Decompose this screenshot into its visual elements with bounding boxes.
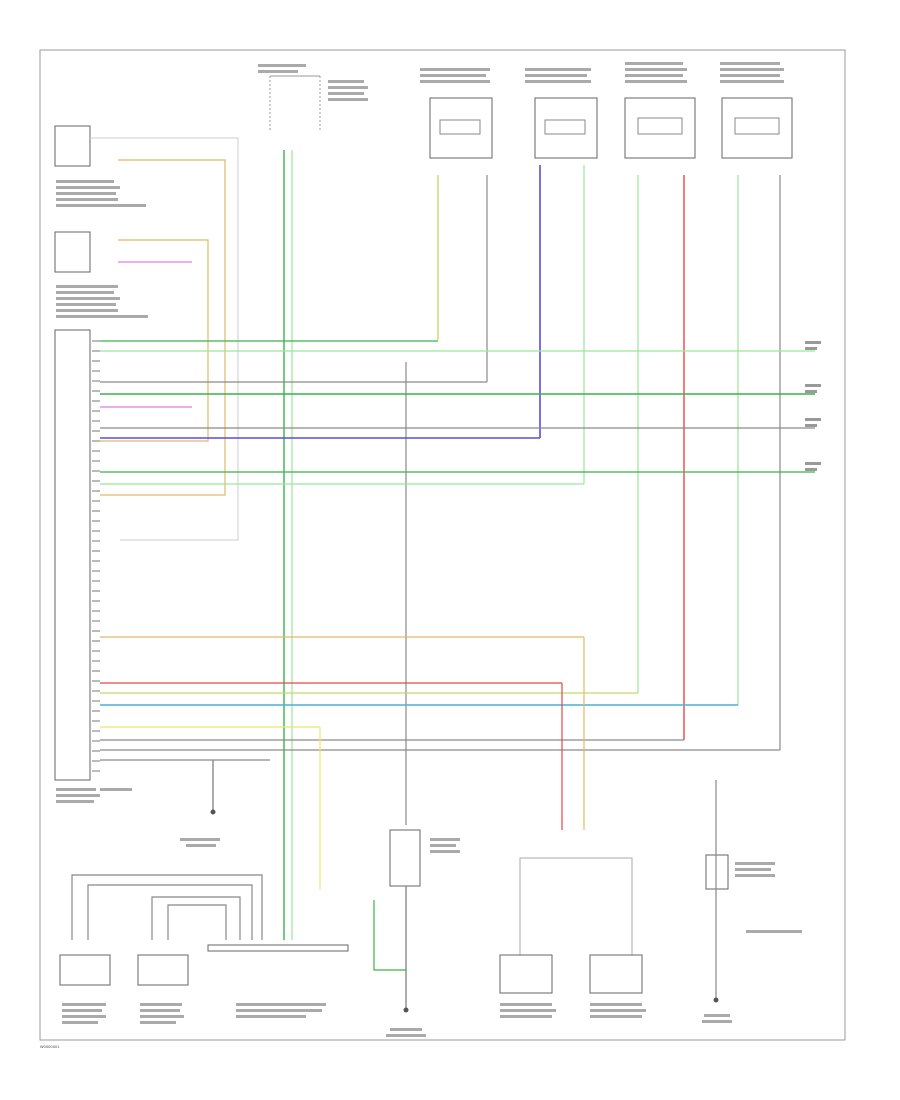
seat-track-sensor-left bbox=[499, 954, 553, 994]
connector-outline-upper bbox=[90, 137, 239, 541]
footer-code: W0000001 bbox=[40, 1045, 60, 1049]
ground-symbol-right bbox=[713, 997, 719, 1003]
sensor-box-3 bbox=[624, 62, 696, 159]
occupant-sensor-switch bbox=[389, 829, 421, 887]
diagram-frame bbox=[39, 49, 846, 1041]
wire-green-to-ground bbox=[373, 900, 406, 971]
component-label-upper-left bbox=[56, 180, 146, 207]
seat-sensor-left-b bbox=[137, 954, 189, 986]
right-terminal-markers bbox=[805, 341, 821, 471]
wire-bottom-harness-outer bbox=[71, 874, 263, 940]
wire-bottom-harness-mid bbox=[87, 884, 253, 940]
ground-symbol-center bbox=[403, 1007, 409, 1013]
sensor-box-2 bbox=[525, 68, 598, 159]
seat-belt-switch bbox=[705, 854, 729, 890]
bottom-label-bars bbox=[62, 838, 802, 1037]
control-module-box bbox=[54, 329, 91, 781]
component-box-mid-left bbox=[54, 231, 91, 273]
module-pin-ticks bbox=[92, 340, 100, 772]
top-fuse-block bbox=[258, 64, 368, 130]
sensor-box-4 bbox=[720, 62, 793, 159]
sensor-box-1 bbox=[420, 68, 493, 159]
component-box-upper-left bbox=[54, 125, 91, 167]
wire-orange-feeder-upper bbox=[100, 159, 226, 496]
wire-bottom-harness-inner2 bbox=[167, 904, 227, 940]
seat-sensor-left-a bbox=[59, 954, 111, 986]
wire-bottom-harness-inner1 bbox=[151, 896, 241, 940]
seat-position-connector bbox=[207, 944, 349, 952]
wire-buckle-harness bbox=[519, 857, 633, 960]
ground-symbol-left bbox=[210, 809, 216, 815]
component-label-mid-left bbox=[56, 285, 148, 318]
seat-track-sensor-right bbox=[589, 954, 643, 994]
control-module-label bbox=[56, 788, 132, 803]
